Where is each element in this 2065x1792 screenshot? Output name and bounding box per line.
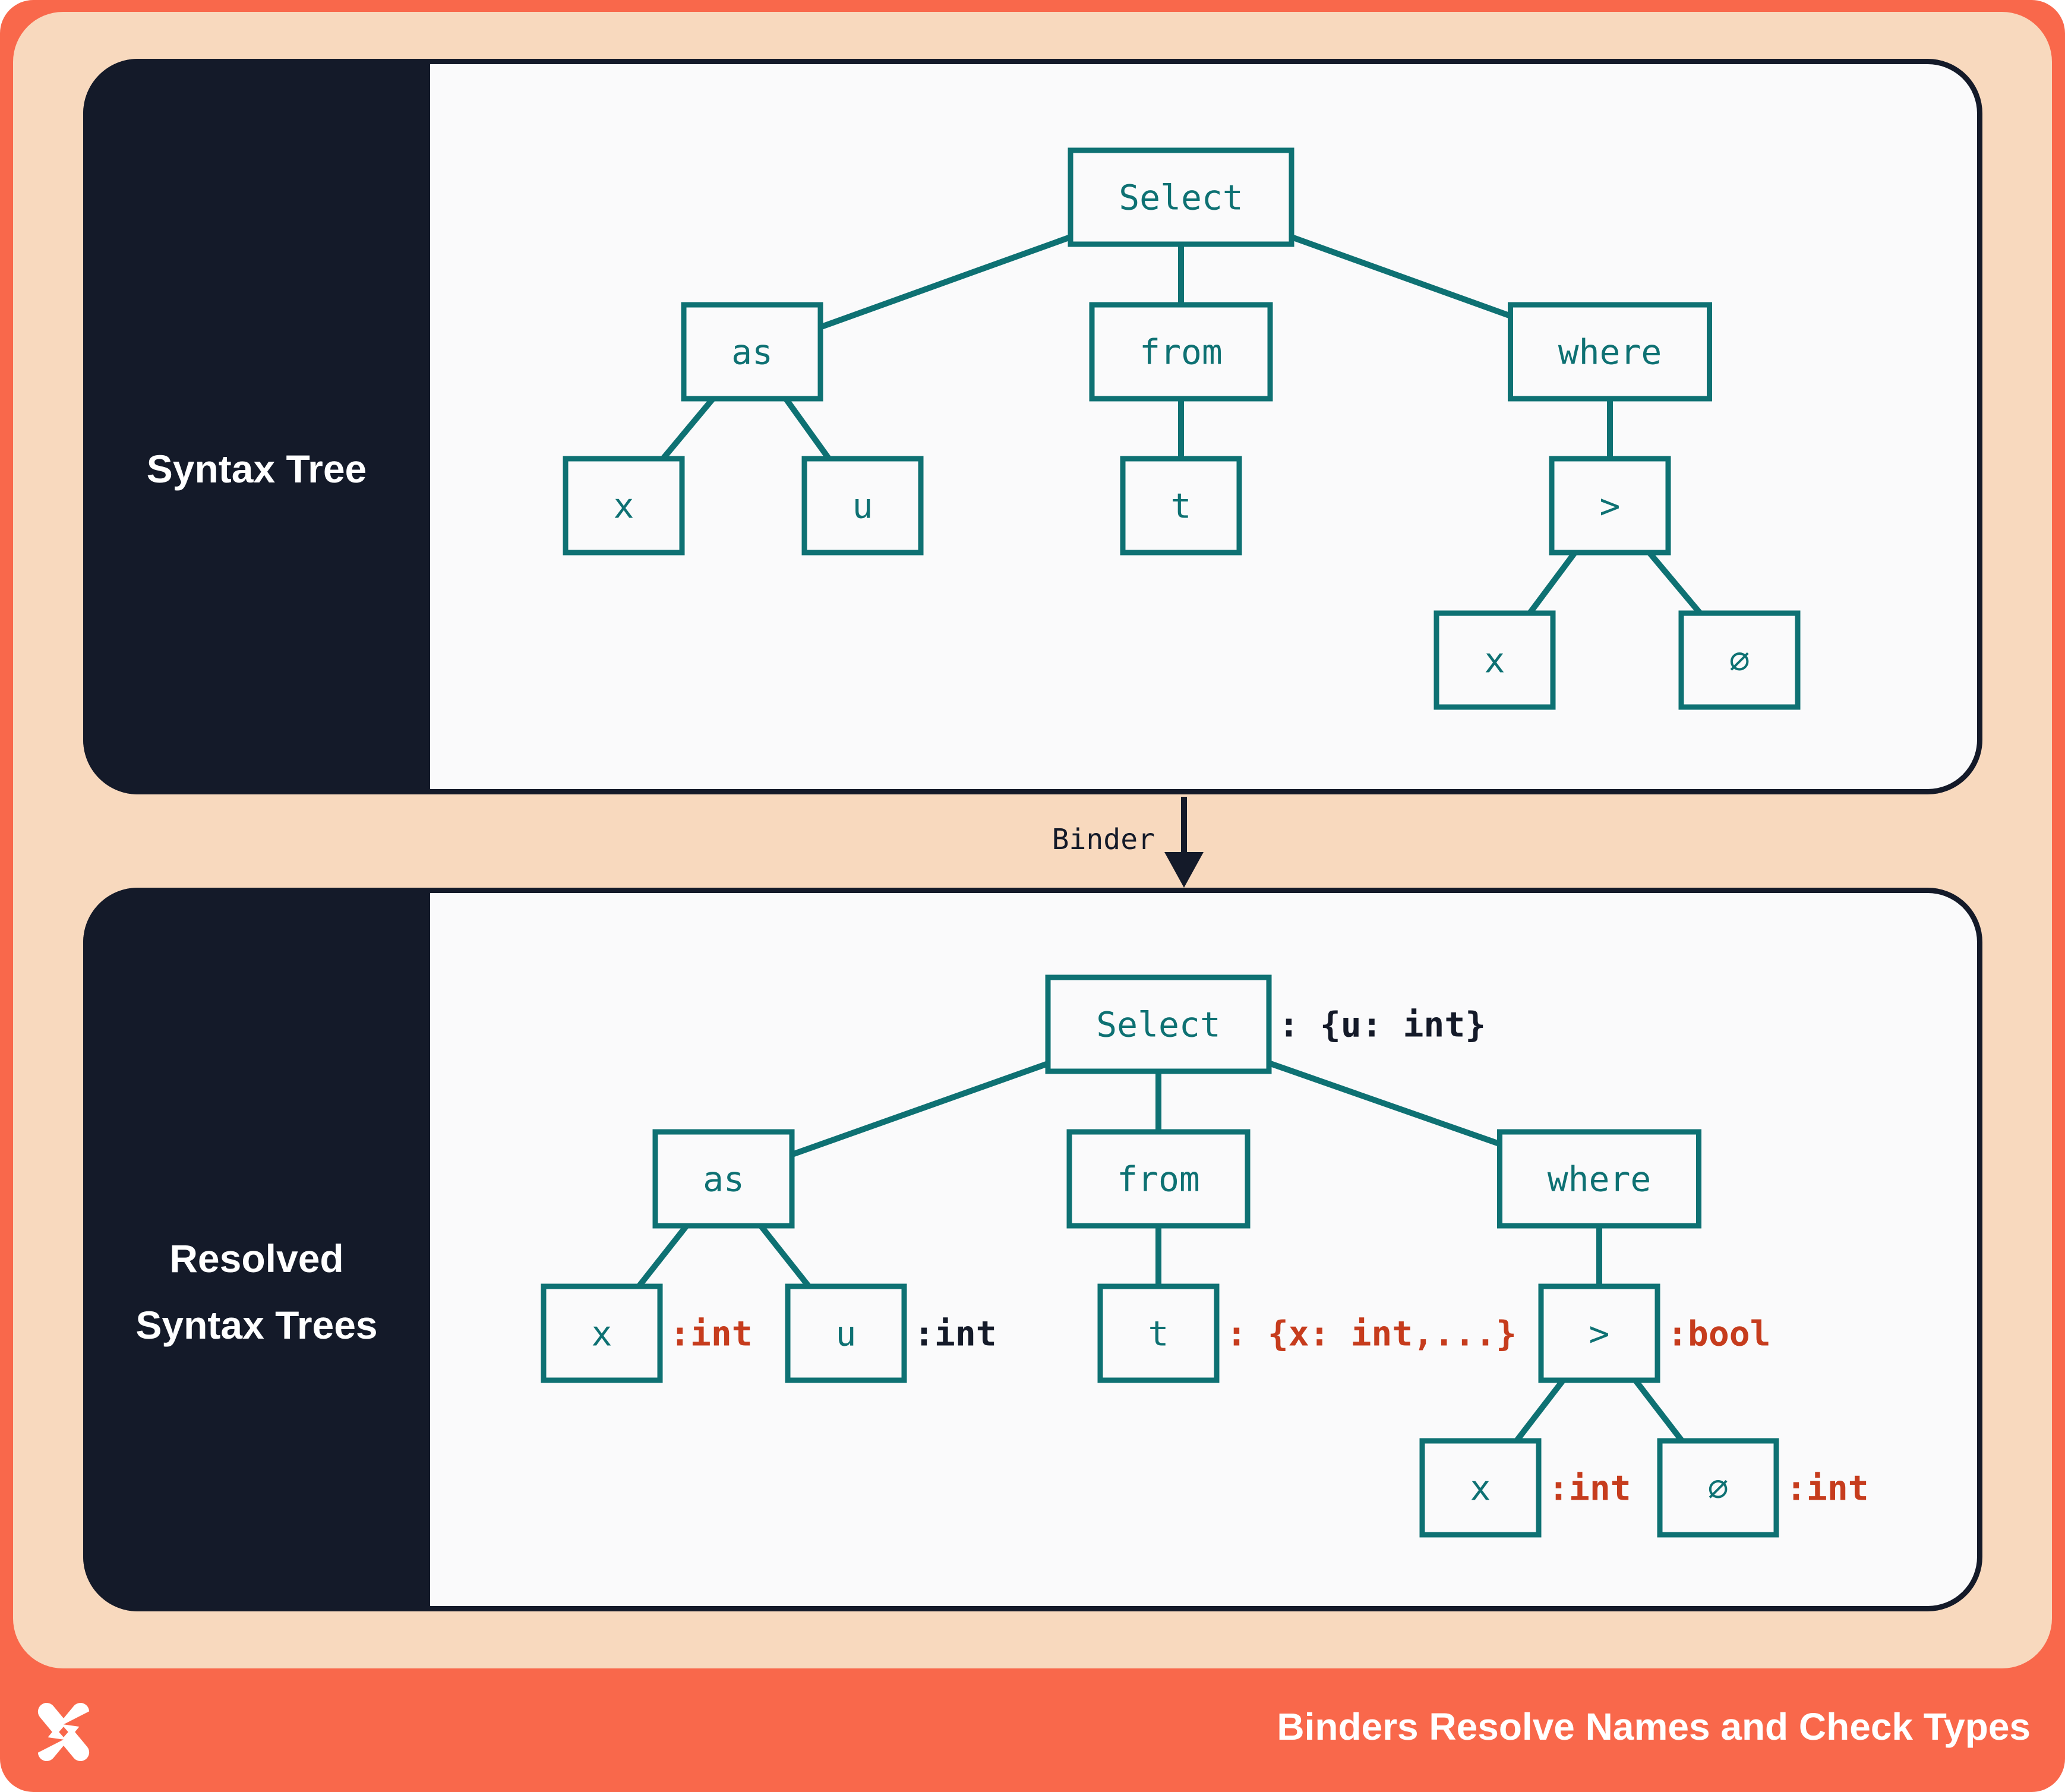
panel-title-line: Syntax Trees xyxy=(135,1303,378,1347)
panel-title-syntax-tree: Syntax Tree xyxy=(147,436,367,502)
panel-resolved-sidebar: Resolved Syntax Trees xyxy=(83,888,430,1611)
panel-syntax-tree-sidebar: Syntax Tree xyxy=(83,59,430,794)
panel-syntax-tree: Syntax Tree xyxy=(83,59,1982,794)
panel-resolved-syntax-trees: Resolved Syntax Trees xyxy=(83,888,1982,1611)
x-star-logo-icon xyxy=(36,1703,91,1761)
footer-title: Binders Resolve Names and Check Types xyxy=(1277,1705,2031,1748)
panel-title-line: Syntax Tree xyxy=(146,447,367,491)
panel-title-resolved-syntax-trees: Resolved Syntax Trees xyxy=(135,1225,377,1358)
panel-title-line: Resolved xyxy=(169,1236,344,1280)
